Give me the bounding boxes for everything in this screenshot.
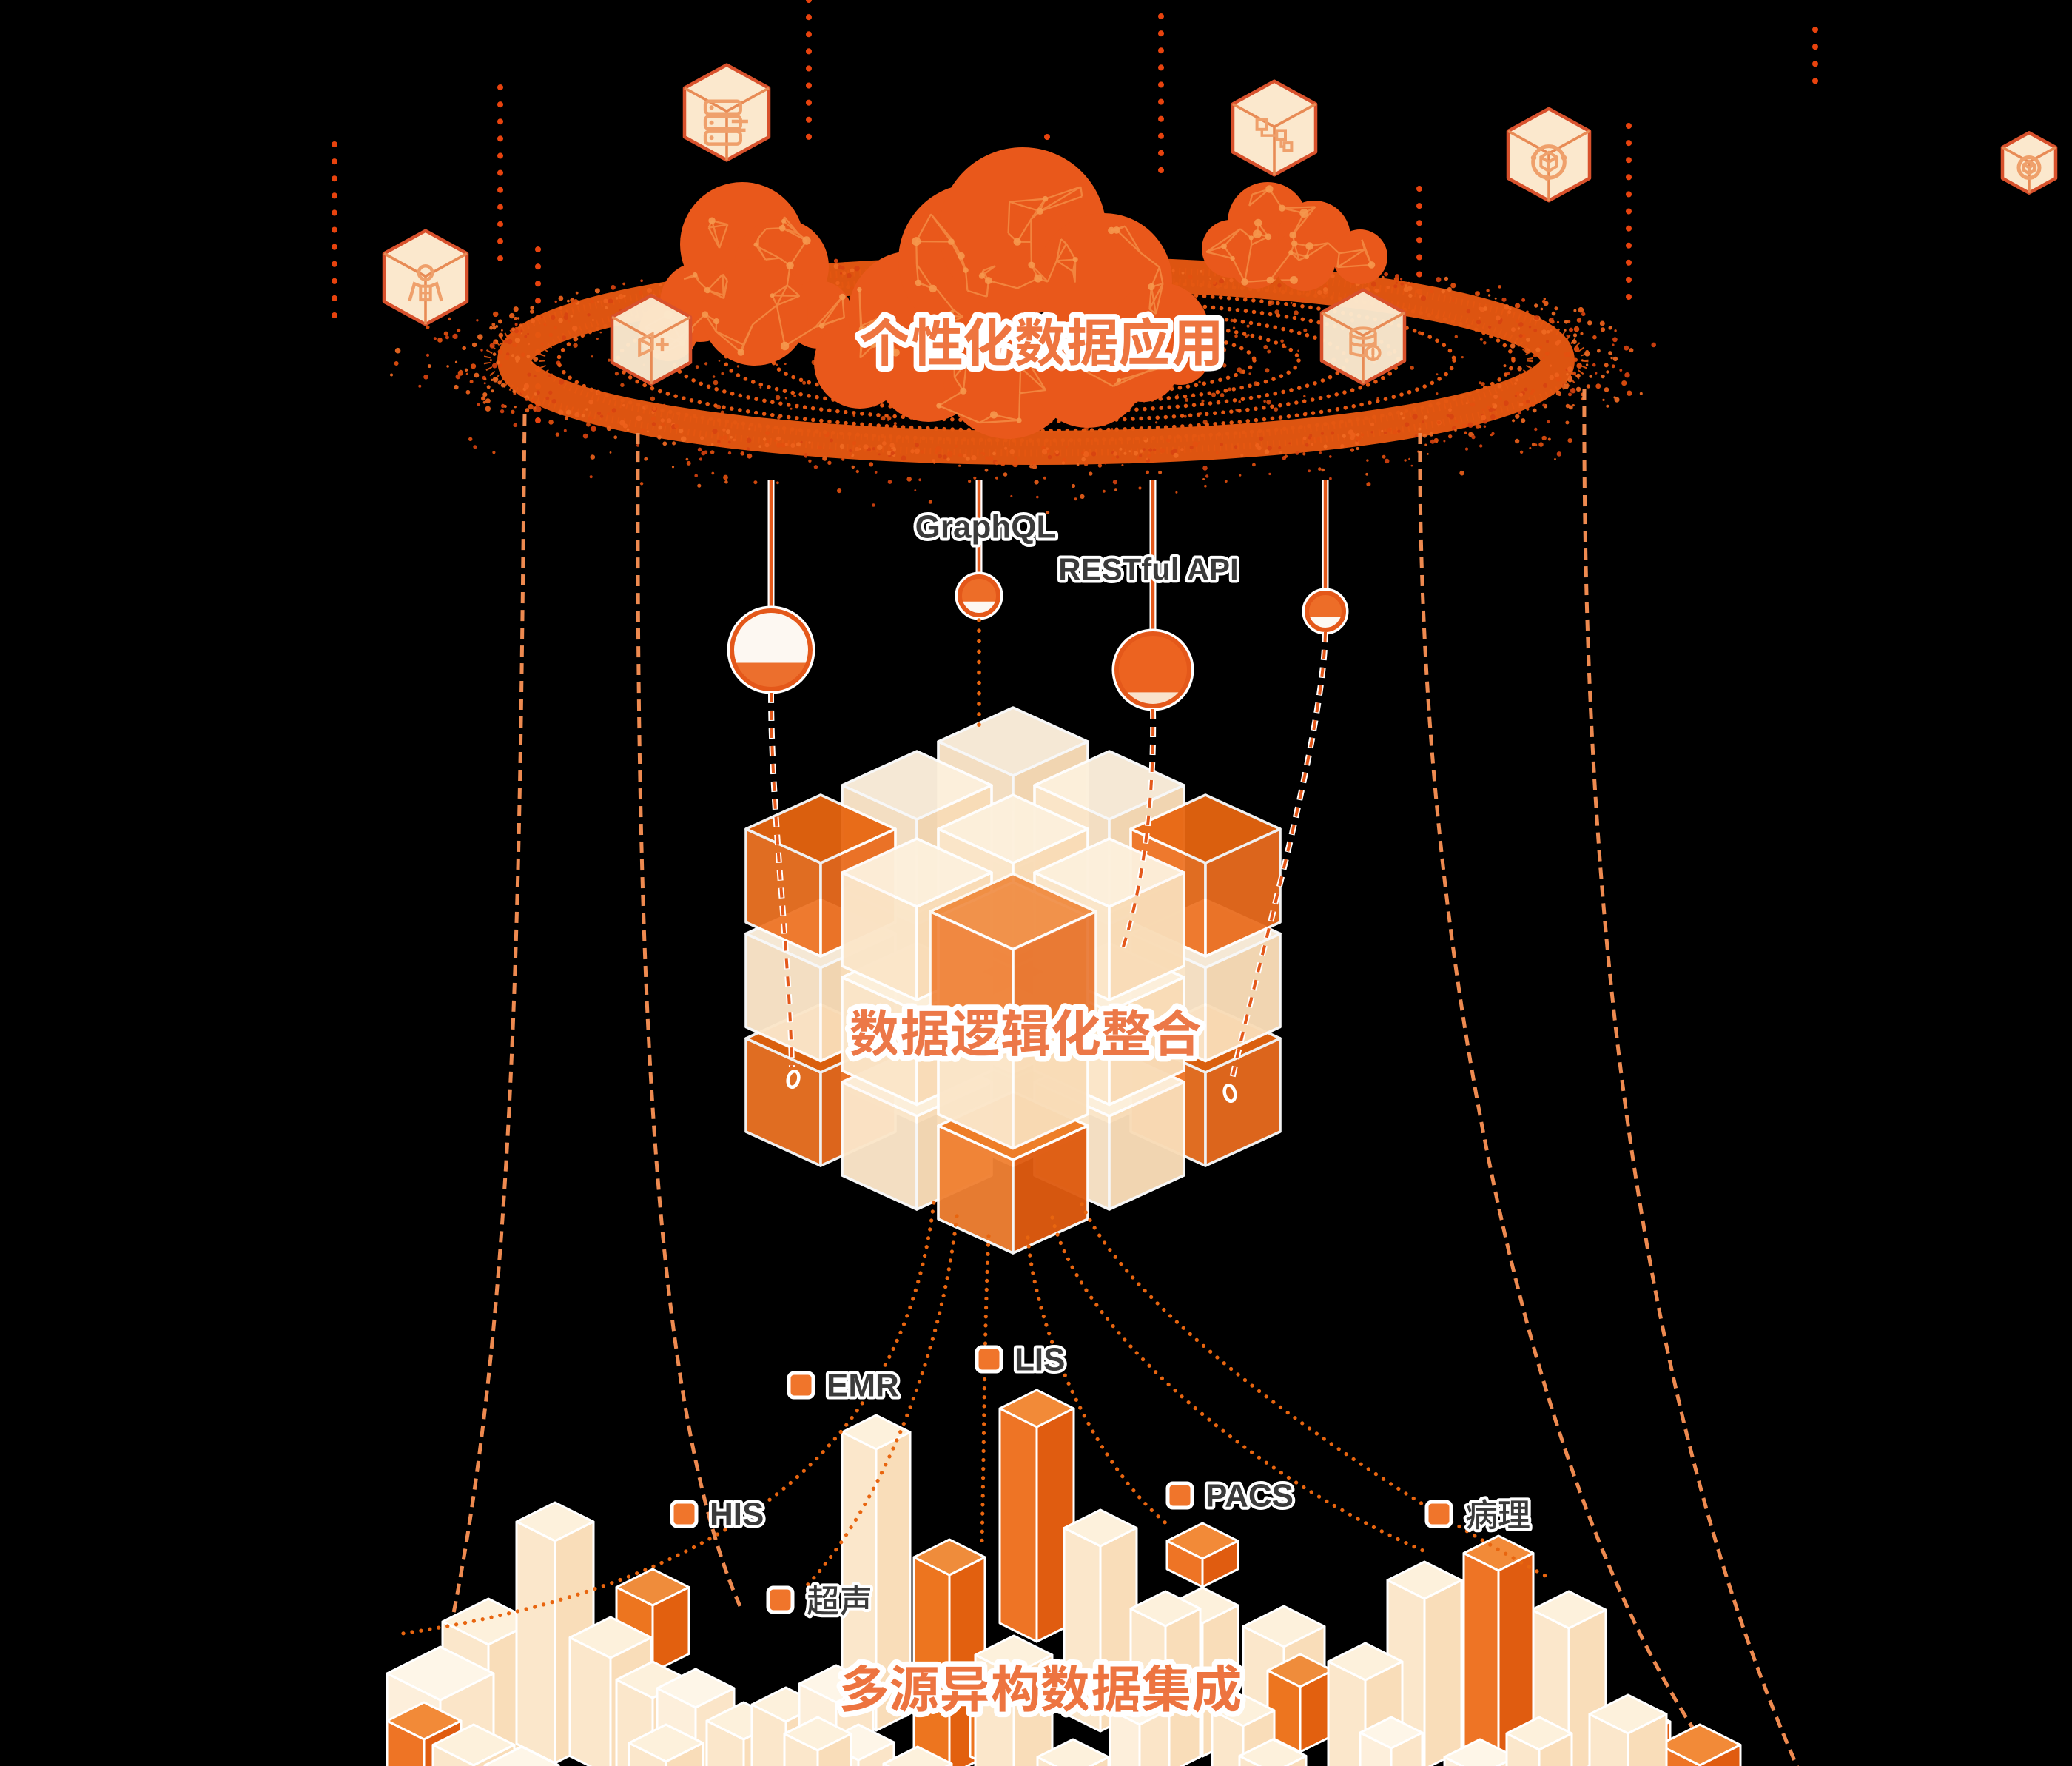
svg-text:EMR: EMR bbox=[827, 1368, 899, 1404]
svg-text:GraphQL: GraphQL bbox=[915, 509, 1057, 545]
svg-text:PACS: PACS bbox=[1205, 1478, 1294, 1514]
svg-text:RESTful API: RESTful API bbox=[1058, 552, 1238, 587]
svg-text:LIS: LIS bbox=[1015, 1342, 1065, 1378]
svg-text:HIS: HIS bbox=[710, 1497, 764, 1533]
